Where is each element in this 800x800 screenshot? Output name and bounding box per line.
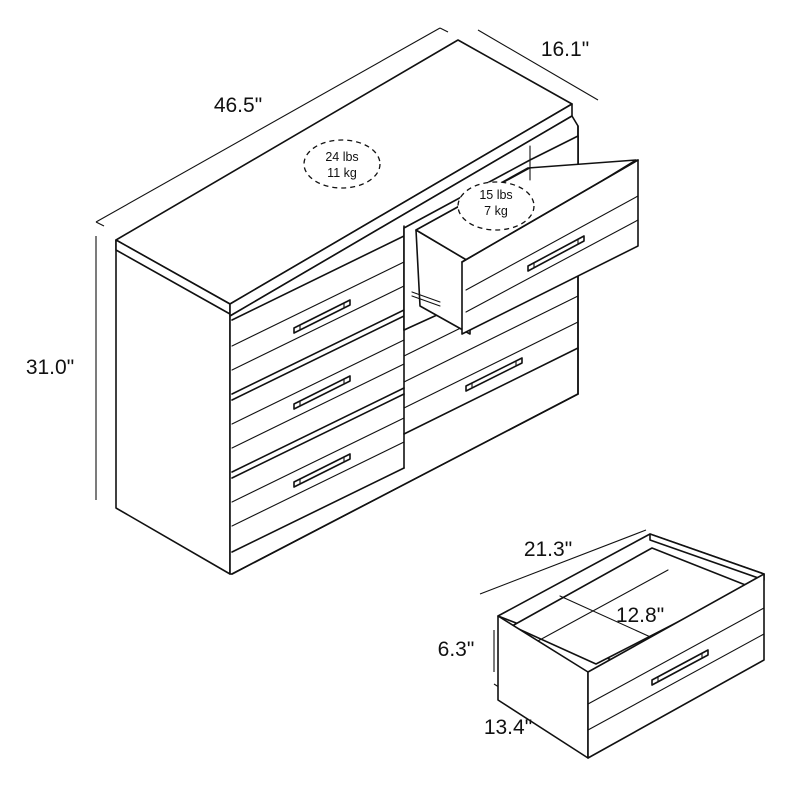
- top-weight-lbs: 24 lbs: [325, 150, 358, 164]
- left-drawer-1: [231, 235, 405, 395]
- depth-dimension-line: [477, 29, 599, 101]
- drawer-handle-icon: [465, 357, 523, 392]
- top-weight-kg: 11 kg: [327, 166, 357, 180]
- width-label: 46.5": [214, 94, 262, 117]
- drawer-handle-icon: [527, 235, 585, 272]
- drawer-weight-badge: 15 lbs 7 kg: [457, 181, 535, 231]
- drawer-handle-icon: [293, 453, 351, 488]
- height-label: 31.0": [26, 356, 74, 379]
- depth-label: 16.1": [541, 38, 589, 61]
- drawer-handle-icon: [293, 375, 351, 410]
- width-dimension-line: [95, 27, 449, 227]
- left-drawer-3: [231, 393, 405, 553]
- drawer-bottom-depth-label: 13.4": [484, 716, 532, 739]
- drawer-handle-icon: [293, 299, 351, 334]
- drawer-width-label: 21.3": [524, 538, 572, 561]
- left-drawer-2: [231, 315, 405, 473]
- drawer-weight-kg: 7 kg: [484, 204, 508, 218]
- top-weight-badge: 24 lbs 11 kg: [303, 139, 381, 189]
- drawer-handle-icon: [651, 649, 709, 686]
- drawer-weight-lbs: 15 lbs: [479, 188, 512, 202]
- detached-drawer: [479, 529, 765, 759]
- drawer-depth-label: 12.8": [616, 604, 664, 627]
- drawer-height-label: 6.3": [438, 638, 475, 661]
